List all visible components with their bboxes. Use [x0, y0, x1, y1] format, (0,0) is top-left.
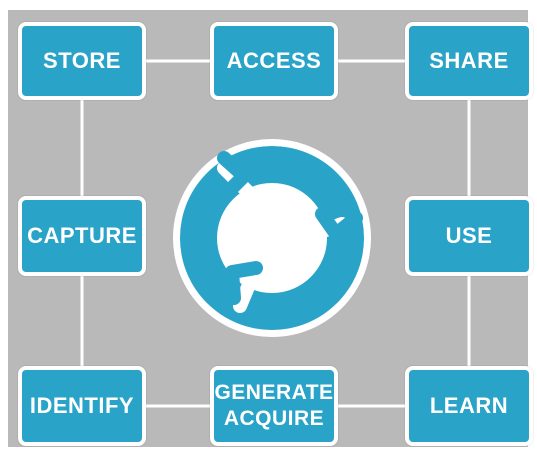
box-use-label: USE: [445, 223, 493, 249]
box-generate-acquire: GENERATE ACQUIRE: [210, 366, 338, 446]
box-learn-label: LEARN: [429, 393, 509, 419]
box-access-label: ACCESS: [226, 48, 322, 74]
cycle-arrows-icon: [172, 138, 372, 338]
box-store: STORE: [18, 22, 146, 100]
box-identify: IDENTIFY: [18, 366, 146, 446]
box-share-label: SHARE: [429, 48, 509, 74]
box-capture-label: CAPTURE: [27, 223, 137, 249]
box-acquire-label: ACQUIRE: [223, 407, 325, 430]
box-store-label: STORE: [43, 48, 121, 74]
box-access: ACCESS: [210, 22, 338, 100]
box-use: USE: [405, 196, 533, 276]
box-identify-label: IDENTIFY: [29, 393, 135, 419]
box-generate-label: GENERATE: [214, 380, 334, 404]
box-share: SHARE: [405, 22, 533, 100]
box-learn: LEARN: [405, 366, 533, 446]
box-capture: CAPTURE: [18, 196, 146, 276]
